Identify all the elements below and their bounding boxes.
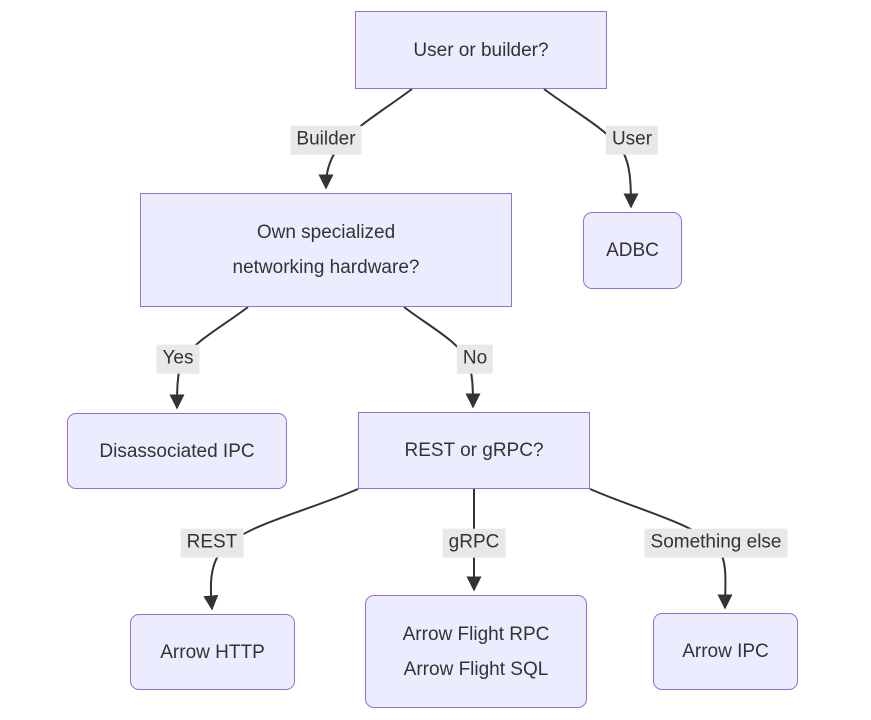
node-disassociated-ipc-label: Disassociated IPC [99, 440, 255, 462]
edge-label-grpc: gRPC [442, 528, 506, 558]
node-arrow-http: Arrow HTTP [130, 614, 295, 690]
node-adbc-label: ADBC [606, 240, 659, 261]
node-arrow-http-label: Arrow HTTP [160, 641, 265, 663]
node-own-hardware-line1: Own specialized [256, 222, 396, 243]
node-arrow-flight-line1: Arrow Flight RPC [402, 623, 550, 645]
node-arrow-flight-line2: Arrow Flight SQL [403, 658, 549, 680]
node-rest-or-grpc-label: REST or gRPC? [404, 440, 544, 461]
edge-label-no: No [456, 344, 494, 374]
edge-label-builder: Builder [290, 125, 362, 155]
node-arrow-ipc-label: Arrow IPC [682, 641, 769, 662]
edge-label-rest: REST [180, 528, 244, 558]
edge-label-user: User [605, 125, 659, 155]
node-adbc: ADBC [583, 212, 682, 289]
node-own-hardware-line2: networking hardware? [232, 257, 420, 278]
node-arrow-ipc: Arrow IPC [653, 613, 798, 690]
edge-label-yes: Yes [156, 344, 200, 374]
node-arrow-flight: Arrow Flight RPC Arrow Flight SQL [365, 595, 587, 708]
node-disassociated-ipc: Disassociated IPC [67, 413, 287, 489]
edge-label-something-else: Something else [644, 528, 788, 558]
node-rest-or-grpc: REST or gRPC? [358, 412, 590, 489]
node-user-or-builder: User or builder? [355, 11, 607, 89]
node-user-or-builder-label: User or builder? [413, 39, 549, 61]
node-own-hardware: Own specialized networking hardware? [140, 193, 512, 307]
